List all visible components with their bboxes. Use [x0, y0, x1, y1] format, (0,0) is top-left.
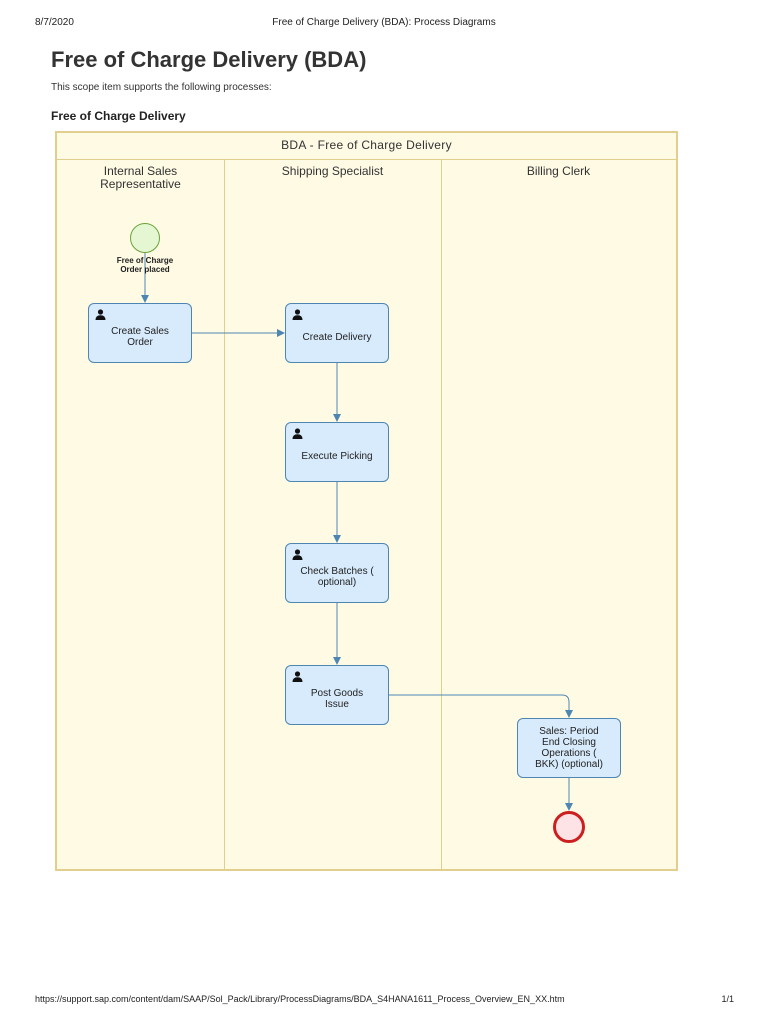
- task-period-end-closing[interactable]: Sales: Period End Closing Operations ( B…: [517, 718, 621, 778]
- lane-divider: [441, 159, 442, 869]
- task-label: Execute Picking: [301, 450, 373, 462]
- task-check-batches[interactable]: Check Batches ( optional): [285, 543, 389, 603]
- user-icon: [292, 549, 303, 560]
- lane-label-internal-sales-representative: Internal Sales Representative: [100, 164, 181, 191]
- task-post-goods-issue[interactable]: Post Goods Issue: [285, 665, 389, 725]
- task-label: Create Sales Order: [111, 326, 169, 348]
- task-create-delivery[interactable]: Create Delivery: [285, 303, 389, 363]
- task-label: Create Delivery: [302, 331, 372, 343]
- task-execute-picking[interactable]: Execute Picking: [285, 422, 389, 482]
- section-title: Free of Charge Delivery: [51, 109, 186, 123]
- lane-label-shipping-specialist: Shipping Specialist: [281, 164, 384, 178]
- user-icon: [292, 428, 303, 439]
- footer-page-number: 1/1: [721, 994, 734, 1004]
- intro-text: This scope item supports the following p…: [51, 82, 272, 93]
- user-icon: [95, 309, 106, 320]
- pool-title: BDA - Free of Charge Delivery: [57, 133, 676, 160]
- task-label: Sales: Period End Closing Operations ( B…: [535, 726, 603, 770]
- start-event: [130, 223, 160, 253]
- user-icon: [292, 671, 303, 682]
- page-title: Free of Charge Delivery (BDA): [51, 47, 367, 72]
- task-create-sales-order[interactable]: Create Sales Order: [88, 303, 192, 363]
- print-header-title: Free of Charge Delivery (BDA): Process D…: [272, 17, 496, 28]
- start-event-label: Free of Charge Order placed: [116, 256, 174, 274]
- lane-label-billing-clerk: Billing Clerk: [526, 164, 591, 178]
- task-label: Check Batches ( optional): [300, 566, 374, 588]
- end-event: [553, 811, 585, 843]
- user-icon: [292, 309, 303, 320]
- print-date: 8/7/2020: [35, 17, 74, 28]
- lane-divider: [224, 159, 225, 869]
- task-label: Post Goods Issue: [310, 688, 364, 710]
- footer-url[interactable]: https://support.sap.com/content/dam/SAAP…: [35, 994, 565, 1004]
